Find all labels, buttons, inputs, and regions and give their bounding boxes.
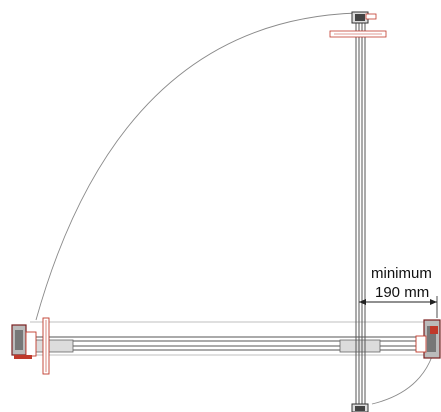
dimension-annotation: minimum 190 mm: [359, 265, 438, 318]
right-wall-profile: [415, 319, 441, 359]
top-hinge-fitting: [329, 11, 387, 38]
dimension-label-line2: 190 mm: [375, 284, 429, 301]
door-swing-arc: [35, 12, 359, 321]
vertical-door-panel: [355, 22, 366, 405]
left-wall-profile: [11, 317, 50, 375]
dimension-label-line1: minimum: [371, 265, 432, 282]
bottom-hinge-fitting: [351, 403, 369, 412]
horizontal-glass-panel: [30, 321, 430, 356]
